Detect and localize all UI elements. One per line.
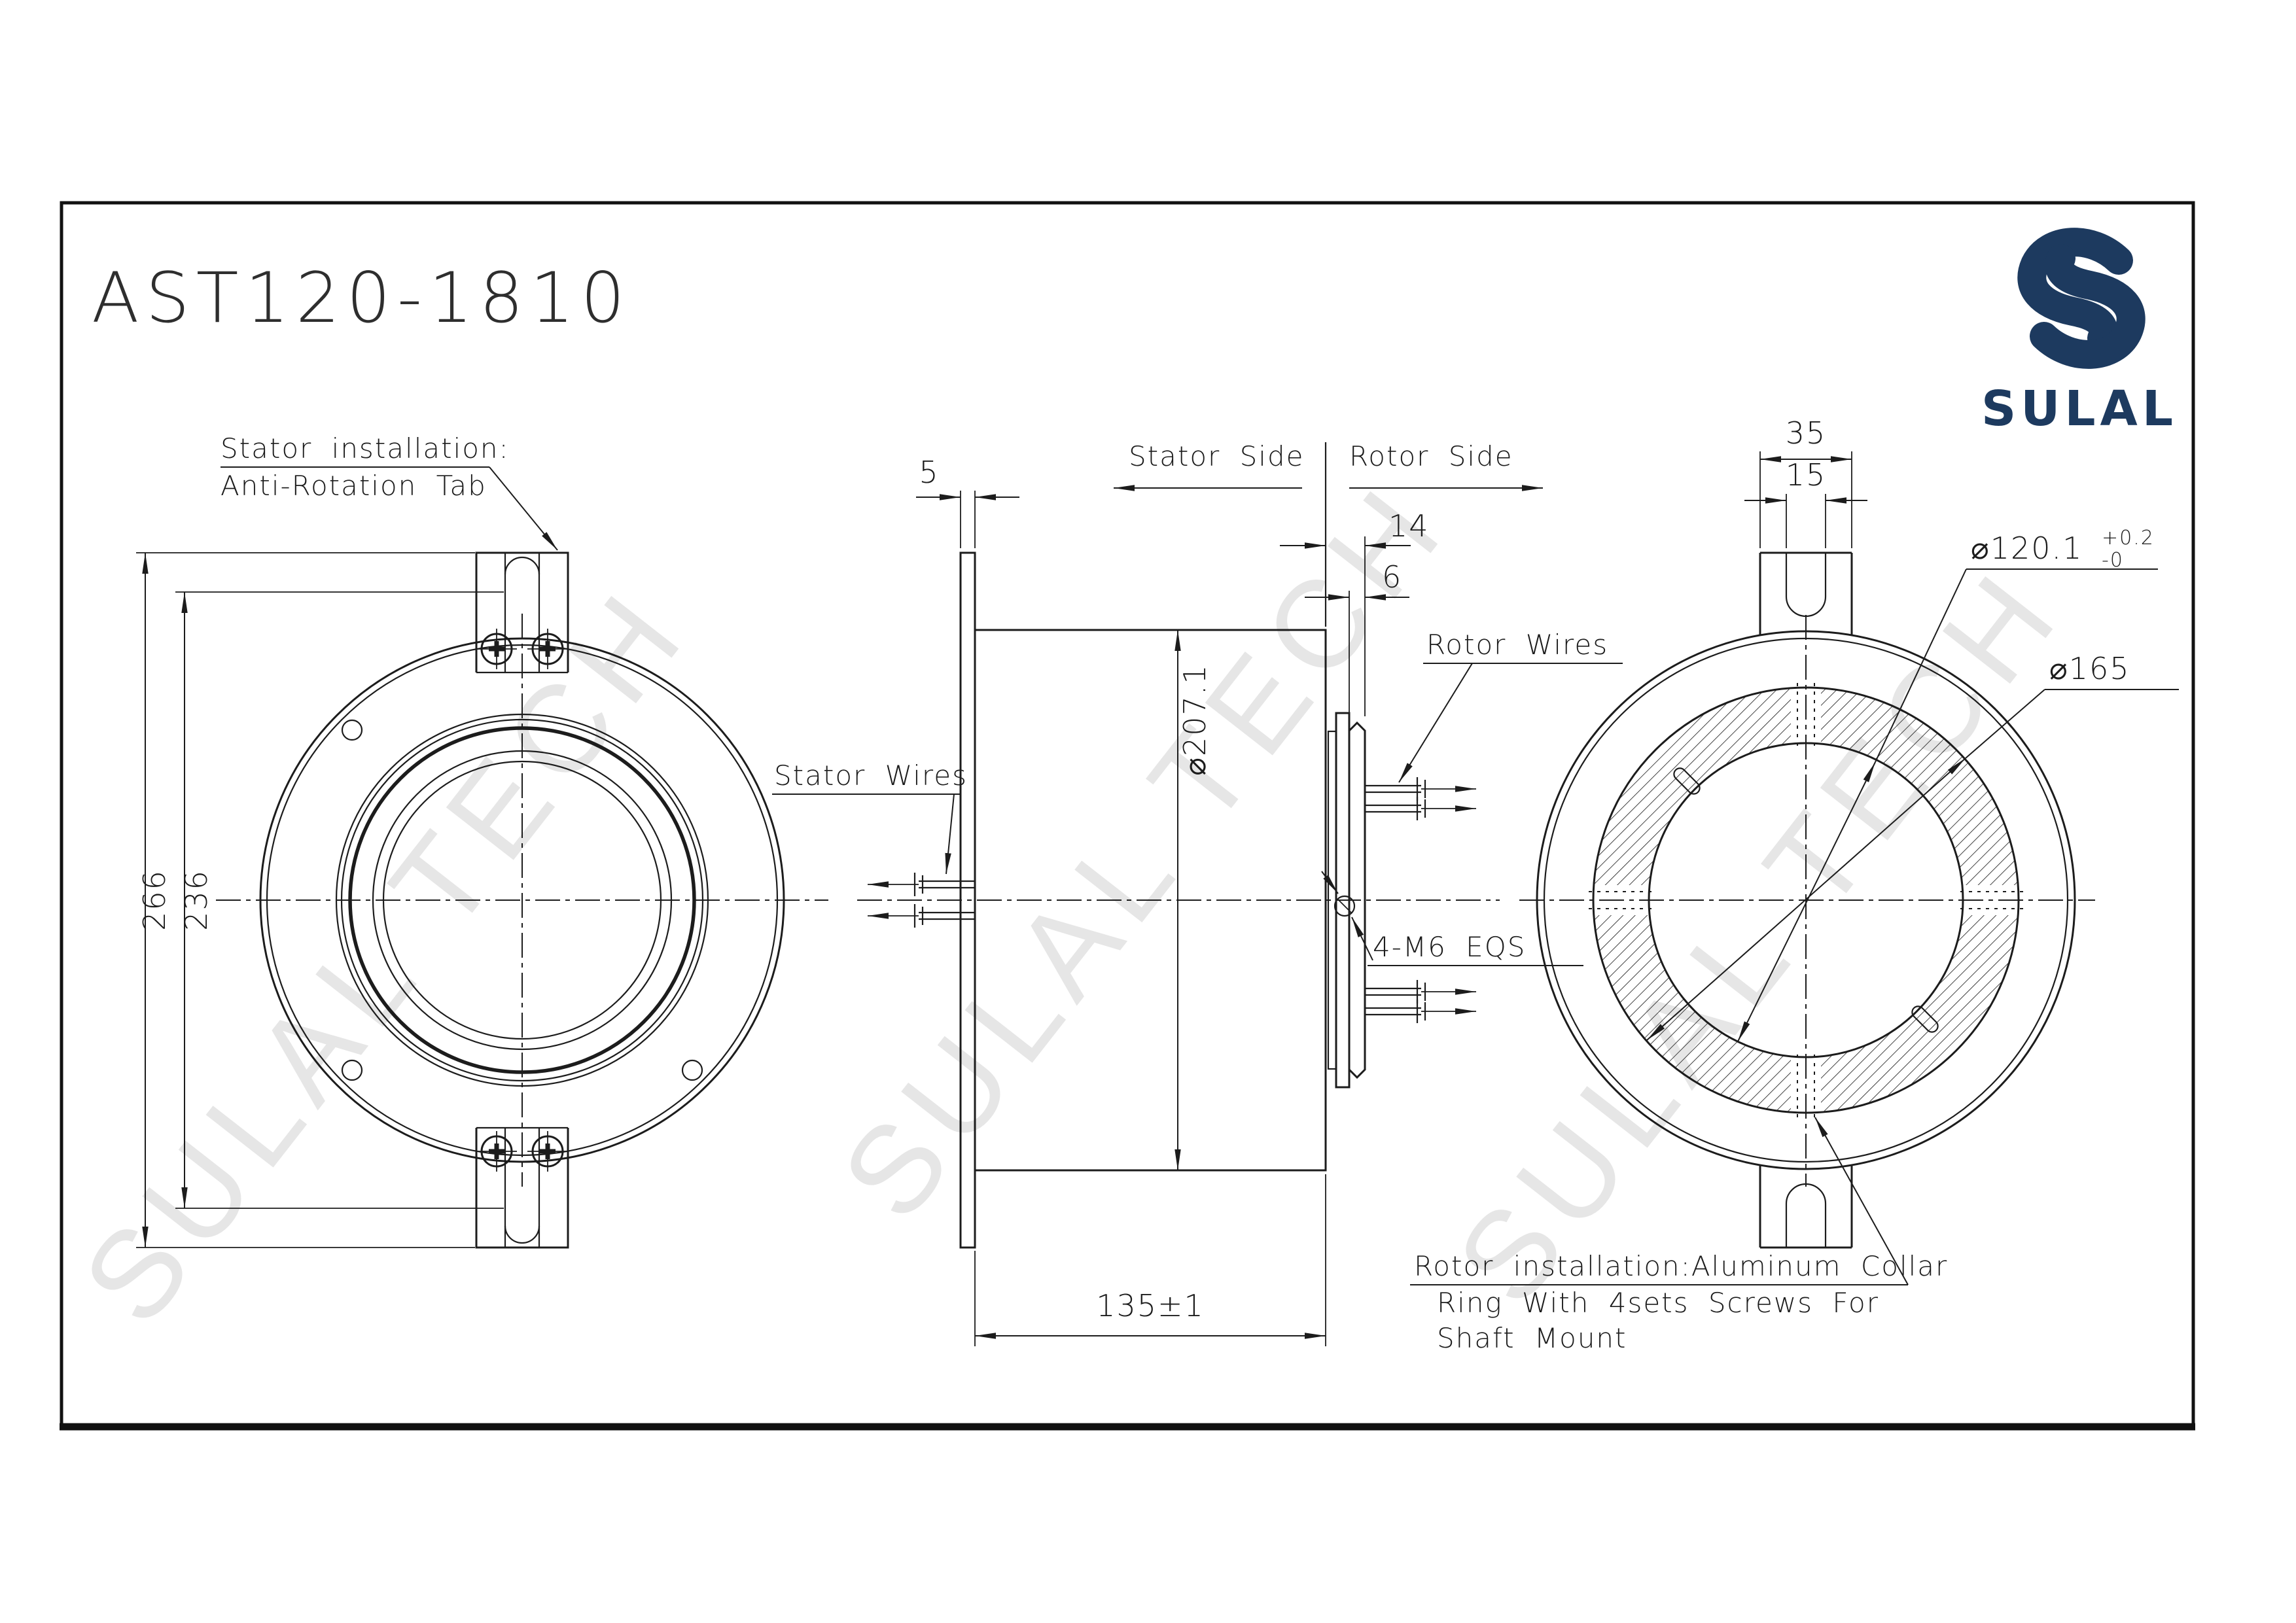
dim-bore: ⌀120.1 +0.2 -0: [1737, 527, 2158, 1042]
dim-14: 14: [1280, 508, 1430, 716]
stator-wires-label: Stator Wires: [772, 759, 968, 875]
stator-body: [974, 629, 1327, 1172]
drawing-border: [60, 201, 2195, 1431]
svg-text:⌀165: ⌀165: [2049, 651, 2130, 686]
svg-text:6: 6: [1382, 559, 1402, 595]
dim-207: ⌀207.1: [1174, 630, 1212, 1170]
front-view-rotor: 35 15 ⌀120.1 +0.2 -0 ⌀165 Rotor insta: [1410, 415, 2179, 1354]
rotor-view-tab-top: [1759, 551, 1853, 636]
m6-screw: [1333, 895, 1356, 917]
svg-text:-0: -0: [2102, 549, 2124, 572]
rotor-side-label: Rotor Side: [1349, 440, 1513, 472]
svg-text:15: 15: [1786, 457, 1827, 493]
side-labels: Stator Side Rotor Side: [1114, 440, 1543, 627]
tab-screw: [527, 1131, 568, 1172]
screws-callout: 4-M6 EQS: [1321, 871, 1583, 966]
rotor-wires-label: Rotor Wires: [1398, 629, 1623, 783]
flange-hole: [681, 1059, 703, 1081]
stator-wires: [868, 873, 975, 928]
flange-hole: [341, 1059, 363, 1081]
flange-hole: [341, 719, 363, 741]
svg-text:Ring With 4sets Screws For: Ring With 4sets Screws For: [1437, 1287, 1879, 1319]
sulal-s-icon: [2017, 228, 2146, 369]
rotor-disc: [1327, 712, 1366, 1089]
svg-text:35: 35: [1786, 415, 1827, 451]
watermark-layer: SULAL TECH SULAL TECH SULAL TECH: [56, 457, 2088, 1348]
watermark-text: SULAL TECH: [56, 561, 714, 1348]
dim-5: 5: [916, 455, 1019, 548]
dim-35: 35: [1759, 415, 1852, 548]
rotor-installation-note: Rotor installation:Aluminum Collar Ring …: [1410, 1117, 1948, 1354]
drawing-title: AST120-1810: [92, 258, 631, 338]
svg-text:Rotor Wires: Rotor Wires: [1426, 629, 1608, 661]
svg-text:Anti-Rotation Tab: Anti-Rotation Tab: [221, 470, 487, 502]
brand-name: SULAL: [1981, 381, 2178, 437]
front-view-stator: 266 236 Stator installation: Anti-Rotati…: [136, 432, 828, 1249]
stator-side-label: Stator Side: [1129, 440, 1304, 472]
rotor-view-tab-bottom: [1759, 1164, 1853, 1249]
rotor-wires: [1365, 777, 1476, 1023]
svg-text:+0.2: +0.2: [2102, 527, 2155, 550]
watermark-text: SULAL TECH: [815, 457, 1473, 1244]
anti-rotation-tab-bottom: [476, 1126, 568, 1249]
svg-text:Rotor installation:Aluminum Co: Rotor installation:Aluminum Collar: [1414, 1250, 1948, 1282]
dim-266: 266: [136, 552, 475, 1248]
dim-236: 236: [175, 591, 504, 1209]
svg-text:Stator Wires: Stator Wires: [774, 759, 968, 792]
svg-text:135±1: 135±1: [1096, 1288, 1205, 1323]
svg-text:236: 236: [179, 869, 214, 931]
side-section-view: Stator Side Rotor Side 5 14 6: [772, 440, 1623, 1346]
svg-text:266: 266: [137, 869, 172, 931]
stator-installation-note: Stator installation: Anti-Rotation Tab: [221, 432, 558, 551]
svg-text:Stator installation:: Stator installation:: [221, 432, 510, 464]
svg-text:5: 5: [919, 455, 939, 490]
svg-text:Shaft Mount: Shaft Mount: [1437, 1322, 1627, 1354]
dim-15: 15: [1744, 457, 1867, 548]
svg-text:4-M6 EQS: 4-M6 EQS: [1373, 931, 1526, 963]
svg-text:14: 14: [1388, 508, 1430, 544]
svg-text:⌀120.1: ⌀120.1: [1971, 531, 2083, 566]
dim-collar: ⌀165: [1646, 651, 2179, 1041]
svg-text:⌀207.1: ⌀207.1: [1177, 663, 1212, 775]
brand-logo: SULAL: [1981, 228, 2178, 437]
dim-6: 6: [1305, 559, 1409, 725]
dim-135: 135±1: [974, 1174, 1326, 1346]
tab-screw: [476, 629, 517, 669]
anti-rotation-tab-top: [476, 551, 568, 674]
tab-screw: [476, 1131, 517, 1172]
